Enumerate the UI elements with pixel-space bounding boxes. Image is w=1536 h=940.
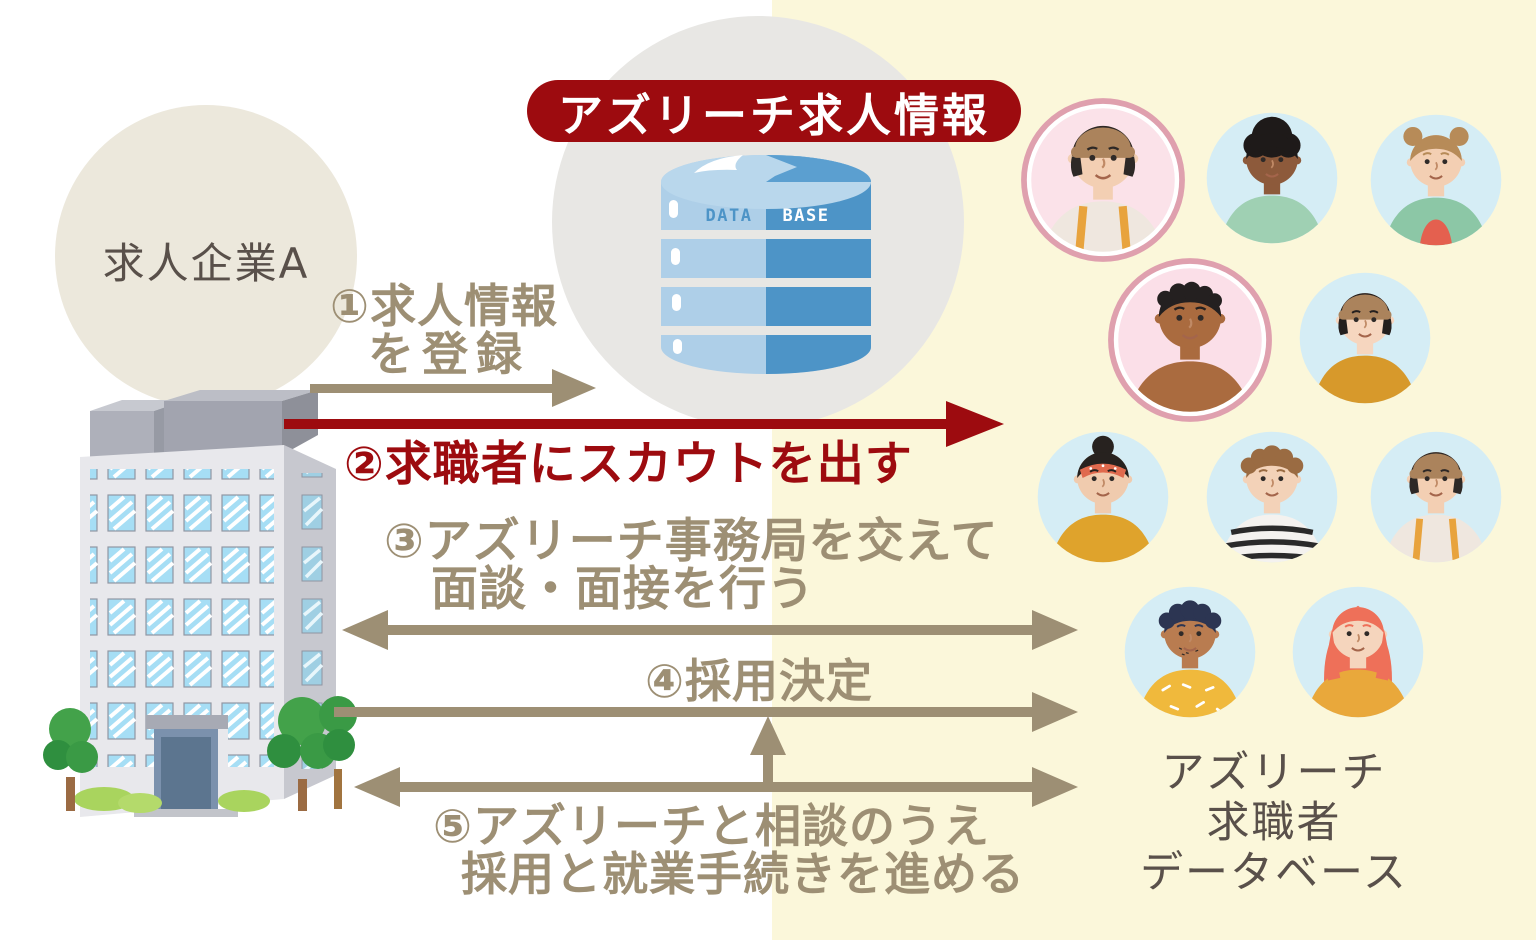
step2-label: ②求職者にスカウトを出す	[344, 437, 913, 492]
step1-label-line2: を登録	[368, 327, 530, 381]
avatar-stubble-man	[1122, 584, 1258, 720]
avatar-headband-woman	[1035, 429, 1171, 565]
database-icon: DATA BASE	[657, 155, 876, 374]
jobseeker-db-label-line2: 求職者	[1206, 798, 1342, 848]
step3-label-line1: ③アズリーチ事務局を交えて	[384, 514, 999, 569]
jobseeker-db-label-line1: アズリーチ	[1161, 748, 1387, 798]
step3-label-line2: 面談・面接を行う	[431, 562, 815, 617]
avatar-buns-woman	[1368, 112, 1504, 248]
step1-label-line1: ①求人情報	[330, 279, 558, 333]
avatar-beanie-man-2	[1368, 429, 1504, 565]
avatar-beanie-boy	[1297, 270, 1433, 406]
database-icon-label-base: BASE	[783, 206, 830, 226]
office-building-illustration	[43, 390, 357, 817]
jobseeker-db-label-line3: データベース	[1140, 848, 1408, 898]
azreach-job-info-badge: アズリーチ求人情報	[527, 80, 1021, 142]
avatar-redhead-woman	[1290, 584, 1426, 720]
database-icon-label-data: DATA	[706, 206, 753, 226]
step4-label: ④採用決定	[645, 654, 873, 708]
avatar-curly-man	[1108, 258, 1272, 422]
avatar-afro-man	[1204, 110, 1340, 246]
company-circle	[55, 105, 357, 407]
company-label: 求人企業A	[102, 239, 310, 288]
step5-label-line2: 採用と就業手続きを進める	[461, 847, 1025, 901]
avatar-striped-shirt-man	[1204, 429, 1340, 565]
step5-label-line1: ⑤アズリーチと相談のうえ	[433, 799, 990, 853]
avatar-beanie-man	[1021, 98, 1185, 262]
